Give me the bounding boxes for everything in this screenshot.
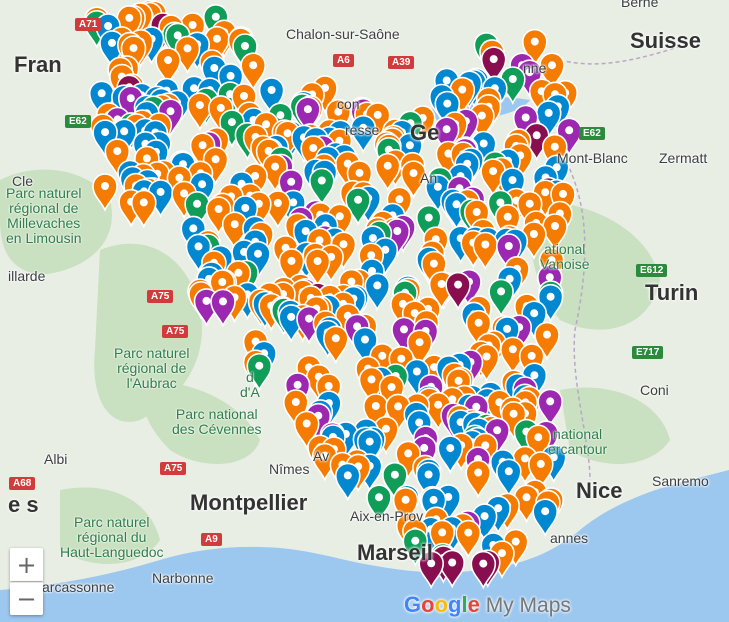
map-pin-marker[interactable] bbox=[362, 393, 389, 432]
map-pin-marker[interactable] bbox=[449, 76, 476, 116]
map-pin-marker[interactable] bbox=[433, 116, 460, 156]
road-shield-a71: A71 bbox=[75, 18, 102, 31]
map-pin-marker[interactable] bbox=[488, 278, 514, 318]
map-pin-marker[interactable] bbox=[495, 458, 522, 498]
logo-letter: o bbox=[434, 592, 449, 617]
map-pin-marker[interactable] bbox=[495, 233, 522, 272]
map-pin-marker[interactable] bbox=[382, 461, 408, 501]
map-pin-marker[interactable] bbox=[521, 28, 548, 68]
map-pin-marker[interactable] bbox=[534, 321, 560, 361]
map-pin-marker[interactable] bbox=[210, 288, 236, 328]
map-pin-marker[interactable] bbox=[171, 180, 197, 220]
google-my-maps-logo: Google My Maps bbox=[404, 592, 571, 618]
road-shield-a39: A39 bbox=[388, 56, 415, 69]
map-pin-marker[interactable] bbox=[527, 451, 554, 490]
map-pin-marker[interactable] bbox=[439, 549, 466, 589]
map-pin-marker[interactable] bbox=[258, 77, 285, 116]
map-pin-marker[interactable] bbox=[437, 435, 464, 475]
map-pin-marker[interactable] bbox=[443, 191, 470, 231]
road-shield-a75b: A75 bbox=[162, 325, 189, 338]
border-line bbox=[559, 39, 701, 65]
map-pin-marker[interactable] bbox=[532, 498, 559, 538]
map-pin-marker[interactable] bbox=[400, 160, 427, 200]
logo-text: My Maps bbox=[479, 594, 571, 617]
map-pin-marker[interactable] bbox=[392, 487, 419, 526]
map-pin-marker[interactable] bbox=[131, 189, 157, 229]
road-shield-e717: E717 bbox=[632, 346, 664, 359]
map-pin-marker[interactable] bbox=[184, 191, 210, 230]
road-shield-a6: A6 bbox=[333, 54, 354, 67]
map-pin-marker[interactable] bbox=[295, 96, 321, 136]
zoom-in-button[interactable]: + bbox=[10, 548, 43, 581]
map-pin-marker[interactable] bbox=[293, 410, 320, 450]
logo-letter: l bbox=[461, 592, 468, 617]
road-shield-a75a: A75 bbox=[147, 290, 174, 303]
road-shield-e62e: E62 bbox=[579, 127, 605, 140]
road-shield-a75c: A75 bbox=[160, 462, 187, 475]
map-pin-marker[interactable] bbox=[308, 167, 335, 207]
mediterranean-sea bbox=[0, 470, 729, 622]
map-pin-marker[interactable] bbox=[541, 133, 568, 173]
map-pin-marker[interactable] bbox=[240, 52, 266, 92]
forest-area bbox=[140, 380, 260, 464]
map-pin-marker[interactable] bbox=[542, 213, 568, 252]
forest-area bbox=[0, 169, 112, 275]
map-pin-marker[interactable] bbox=[465, 309, 492, 349]
zoom-out-button[interactable]: − bbox=[10, 582, 43, 615]
forest-area bbox=[60, 487, 160, 564]
road-shield-e612: E612 bbox=[636, 264, 668, 277]
map-pin-marker[interactable] bbox=[465, 459, 492, 499]
road-shield-a68: A68 bbox=[9, 477, 36, 490]
map-pin-marker[interactable] bbox=[366, 484, 392, 524]
map-pin-marker[interactable] bbox=[364, 272, 391, 312]
map-pin-marker[interactable] bbox=[415, 461, 442, 501]
map-pin-marker[interactable] bbox=[539, 52, 565, 92]
road-shield-e62w: E62 bbox=[65, 115, 91, 128]
border-line bbox=[559, 149, 591, 481]
map-pin-marker[interactable] bbox=[535, 100, 562, 139]
map-pin-marker[interactable] bbox=[537, 388, 564, 428]
logo-letter: o bbox=[421, 592, 435, 617]
forest-area bbox=[94, 243, 202, 422]
map-pin-marker[interactable] bbox=[350, 114, 377, 154]
map-pin-marker[interactable] bbox=[187, 92, 213, 132]
map-pin-marker[interactable] bbox=[304, 248, 331, 288]
map-pin-marker[interactable] bbox=[385, 393, 411, 433]
map-pin-marker[interactable] bbox=[418, 550, 445, 590]
map-pin-marker[interactable] bbox=[278, 248, 305, 287]
map-pin-marker[interactable] bbox=[494, 204, 521, 243]
map-pin-marker[interactable] bbox=[246, 352, 273, 392]
map-pin-marker[interactable] bbox=[502, 528, 529, 568]
map-pin-marker[interactable] bbox=[92, 173, 118, 212]
road-shield-a9: A9 bbox=[201, 533, 222, 546]
logo-letter: e bbox=[467, 592, 480, 617]
map-pin-marker[interactable] bbox=[470, 550, 497, 590]
logo-letter: G bbox=[404, 592, 422, 617]
map-pin-marker[interactable] bbox=[374, 152, 401, 192]
logo-letter: g bbox=[448, 592, 462, 617]
map-pin-marker[interactable] bbox=[402, 528, 429, 567]
forest-area bbox=[560, 387, 670, 464]
map-pin-marker[interactable] bbox=[155, 47, 181, 87]
map-pin-marker[interactable] bbox=[429, 519, 456, 559]
map-pin-marker[interactable] bbox=[334, 462, 361, 502]
map-pin-marker[interactable] bbox=[322, 325, 349, 365]
map-pin-marker[interactable] bbox=[480, 46, 507, 86]
map-pin-marker[interactable] bbox=[472, 231, 499, 271]
map-pin-marker[interactable] bbox=[455, 519, 482, 559]
map-pin-marker[interactable] bbox=[445, 271, 471, 311]
